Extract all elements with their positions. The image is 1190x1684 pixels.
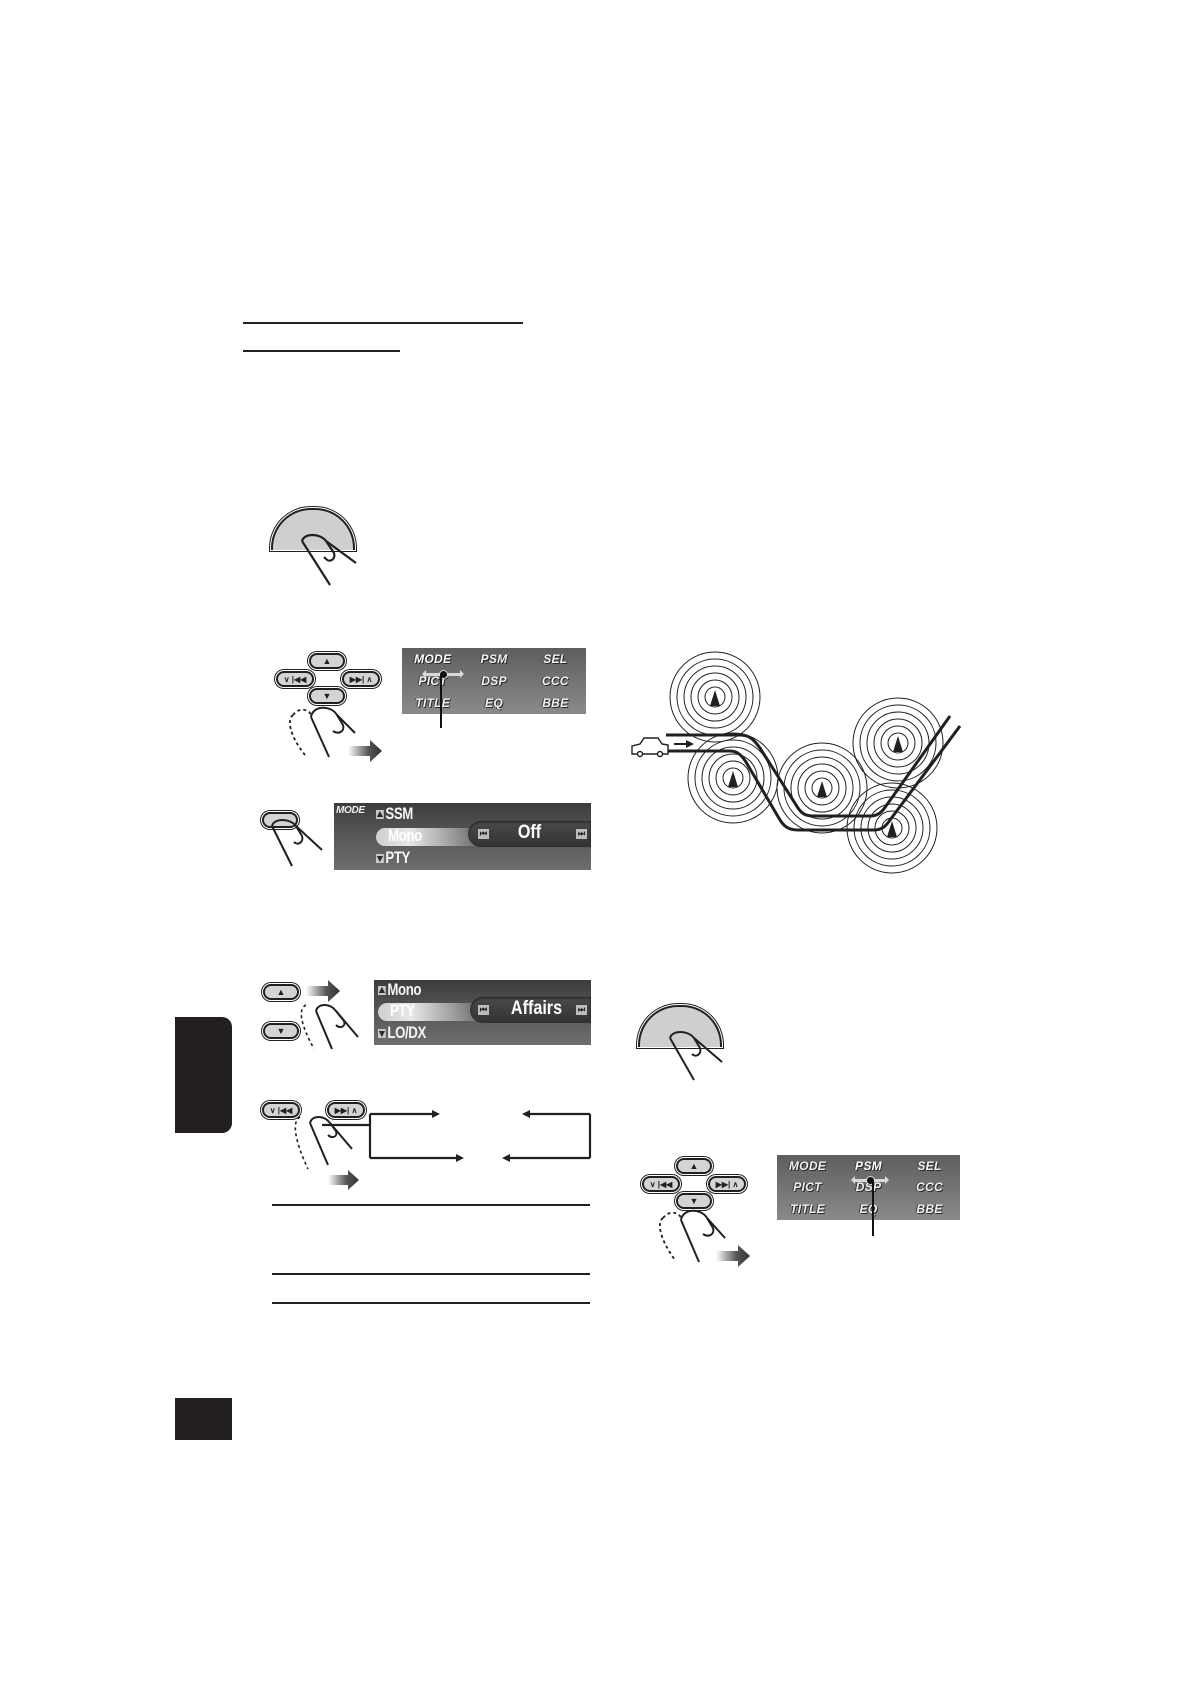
prev-track-icon: ∨ |◀◀ bbox=[649, 1179, 673, 1189]
value-selector[interactable]: ⏮ Affairs ⏭ bbox=[470, 997, 591, 1023]
menu-item-ccc[interactable]: CCC bbox=[916, 1180, 943, 1195]
prev-value-icon[interactable]: ⏮ bbox=[478, 829, 489, 839]
menu-item-psm[interactable]: PSM bbox=[480, 652, 508, 666]
callout-line bbox=[872, 1180, 874, 1236]
value-selector[interactable]: ⏮ Off ⏭ bbox=[468, 821, 591, 847]
prev-button[interactable]: ∨ |◀◀ bbox=[262, 1102, 300, 1118]
menu-item-sel[interactable]: SEL bbox=[917, 1158, 942, 1173]
down-arrow-icon: ▼ bbox=[689, 1196, 699, 1206]
selection-highlight bbox=[376, 828, 486, 846]
settings-item-prev[interactable]: Mono bbox=[378, 980, 422, 1000]
next-button[interactable]: ▶▶| ∧ bbox=[327, 1102, 365, 1118]
menu-item-sel[interactable]: SEL bbox=[543, 652, 568, 666]
settings-item-prev[interactable]: SSM bbox=[376, 804, 413, 824]
settings-item-next[interactable]: PTY bbox=[376, 848, 410, 868]
finger-swipe-icon bbox=[294, 1116, 353, 1170]
next-button[interactable]: ▶▶| ∧ bbox=[342, 671, 380, 687]
settings-item-next[interactable]: LO/DX bbox=[378, 1023, 426, 1043]
finger-icon bbox=[300, 533, 357, 586]
scroll-up-icon bbox=[378, 986, 386, 996]
up-button[interactable]: ▲ bbox=[263, 984, 299, 1000]
menu-item-eq[interactable]: EQ bbox=[859, 1202, 878, 1217]
menu-item-pict[interactable]: PICT bbox=[793, 1180, 822, 1195]
car-icon bbox=[631, 737, 669, 758]
language-side-tab bbox=[175, 1017, 232, 1133]
settings-item-selected[interactable]: Mono bbox=[388, 826, 422, 845]
finger-swipe-icon bbox=[659, 1209, 726, 1263]
right-arrow-icon bbox=[716, 1245, 750, 1267]
menu-display-mode: MODE PSM SEL PICT DSP CCC TITLE EQ BBE bbox=[402, 648, 586, 714]
next-track-icon: ▶▶| ∧ bbox=[715, 1179, 739, 1189]
direction-arrow-icon bbox=[674, 740, 694, 748]
prev-track-icon: ∨ |◀◀ bbox=[269, 1105, 293, 1115]
down-arrow-icon: ▼ bbox=[276, 1026, 286, 1036]
prev-button[interactable]: ∨ |◀◀ bbox=[276, 671, 314, 687]
setting-value: Off bbox=[517, 822, 542, 843]
menu-item-title[interactable]: TITLE bbox=[790, 1202, 825, 1217]
menu-display-psm: MODE PSM SEL PICT DSP CCC TITLE EQ BBE bbox=[777, 1155, 960, 1220]
next-track-icon: ▶▶| ∧ bbox=[349, 674, 373, 684]
prev-track-icon: ∨ |◀◀ bbox=[283, 674, 307, 684]
prev-button[interactable]: ∨ |◀◀ bbox=[642, 1176, 680, 1192]
down-button[interactable]: ▼ bbox=[676, 1193, 712, 1209]
table-rule-top bbox=[272, 1204, 590, 1206]
up-arrow-icon: ▲ bbox=[276, 987, 286, 997]
road-line-2 bbox=[666, 725, 962, 832]
down-button[interactable]: ▼ bbox=[263, 1023, 299, 1039]
finger-swipe-icon bbox=[289, 706, 356, 758]
settings-display-pty: Mono PTY LO/DX ⏮ Affairs ⏭ bbox=[374, 980, 591, 1045]
table-rule-bottom bbox=[272, 1302, 590, 1304]
network-tracking-diagram bbox=[631, 651, 962, 874]
next-value-icon[interactable]: ⏭ bbox=[576, 1005, 587, 1015]
finger-icon bbox=[271, 819, 323, 867]
antenna-icons bbox=[710, 690, 903, 837]
finger-swipe-icon bbox=[300, 1004, 359, 1050]
road-line-1 bbox=[666, 715, 952, 818]
right-arrow-icon bbox=[306, 980, 340, 1002]
scroll-up-icon bbox=[376, 810, 384, 820]
transmitter-area-2 bbox=[687, 732, 779, 824]
callout-line bbox=[440, 674, 442, 728]
table-rule-middle bbox=[272, 1273, 590, 1275]
next-button[interactable]: ▶▶| ∧ bbox=[708, 1176, 746, 1192]
cycle-flow-arrows bbox=[322, 1110, 592, 1162]
menu-item-mode[interactable]: MODE bbox=[414, 652, 452, 666]
header-underline-2 bbox=[243, 350, 400, 352]
menu-item-bbe[interactable]: BBE bbox=[916, 1202, 943, 1217]
page-number-box bbox=[175, 1398, 232, 1440]
mode-label: MODE bbox=[336, 805, 365, 816]
menu-item-eq[interactable]: EQ bbox=[485, 696, 503, 710]
up-arrow-icon: ▲ bbox=[689, 1161, 699, 1171]
menu-item-bbe[interactable]: BBE bbox=[542, 696, 569, 710]
down-button[interactable]: ▼ bbox=[309, 688, 345, 704]
transmitter-area-5 bbox=[846, 782, 938, 874]
menu-item-mode[interactable]: MODE bbox=[788, 1158, 827, 1173]
settings-display-mono: MODE SSM Mono PTY ⏮ Off ⏭ bbox=[334, 803, 591, 870]
prev-value-icon[interactable]: ⏮ bbox=[478, 1005, 489, 1015]
up-button[interactable]: ▲ bbox=[309, 653, 345, 669]
right-arrow-icon bbox=[348, 740, 382, 762]
selection-highlight bbox=[378, 1003, 488, 1021]
right-arrow-icon bbox=[328, 1170, 359, 1190]
selection-dot bbox=[866, 1176, 875, 1185]
next-value-icon[interactable]: ⏭ bbox=[576, 829, 587, 839]
up-button[interactable]: ▲ bbox=[676, 1158, 712, 1174]
up-arrow-icon: ▲ bbox=[322, 656, 332, 666]
settings-item-selected[interactable]: PTY bbox=[390, 1001, 415, 1020]
setting-value: Affairs bbox=[510, 998, 563, 1019]
scroll-down-icon bbox=[378, 1029, 386, 1039]
scroll-down-icon bbox=[376, 854, 384, 864]
transmitter-area-3 bbox=[776, 742, 868, 834]
menu-item-dsp[interactable]: DSP bbox=[481, 674, 507, 688]
menu-item-psm[interactable]: PSM bbox=[855, 1158, 882, 1173]
selection-dot bbox=[439, 670, 448, 679]
finger-icon bbox=[669, 1031, 723, 1081]
down-arrow-icon: ▼ bbox=[322, 691, 332, 701]
next-track-icon: ▶▶| ∧ bbox=[334, 1105, 358, 1115]
menu-item-dsp[interactable]: DSP bbox=[855, 1180, 882, 1195]
menu-item-title[interactable]: TITLE bbox=[415, 696, 451, 710]
menu-item-ccc[interactable]: CCC bbox=[541, 674, 569, 688]
header-underline-1 bbox=[243, 322, 523, 324]
